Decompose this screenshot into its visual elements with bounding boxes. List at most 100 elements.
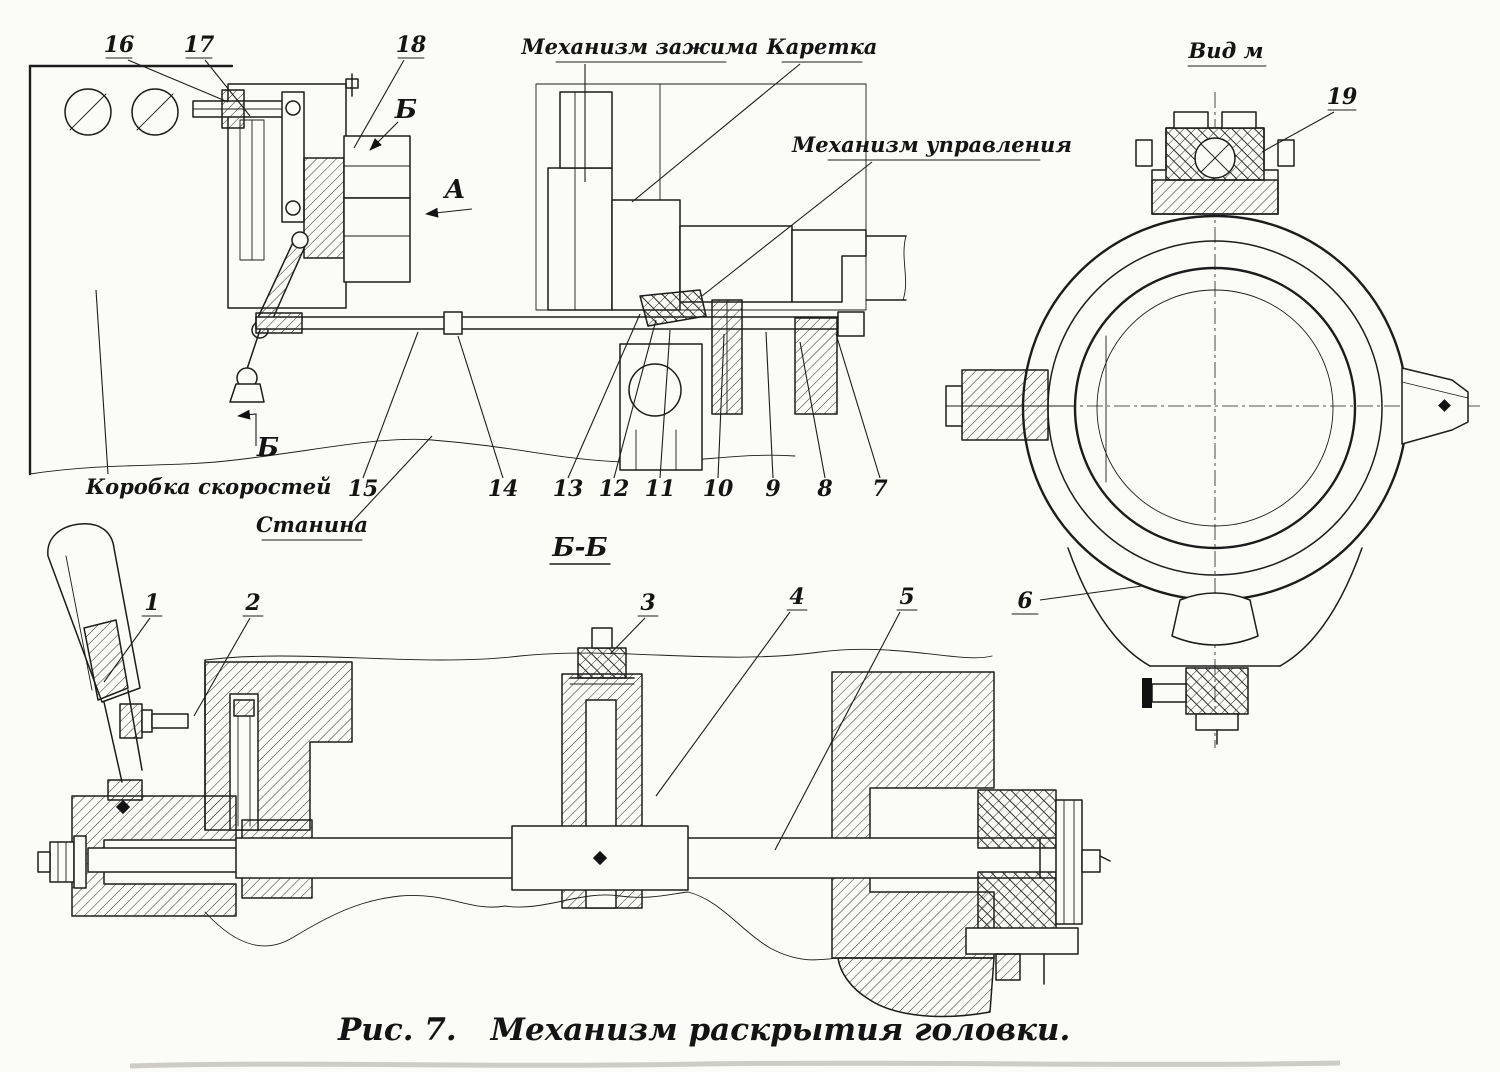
section-bb: Б-Б: [37, 523, 1111, 1018]
callout-2: 2: [244, 590, 260, 616]
base-left-edge: [1067, 547, 1151, 667]
right-lug: [1401, 367, 1469, 445]
leader-carriage: [631, 63, 801, 203]
leader-16: [127, 59, 229, 103]
rod-collar: [443, 311, 463, 335]
leader-5: [774, 611, 901, 851]
view-arrow-a-label: А: [442, 175, 465, 205]
bottom-fitting: [1185, 667, 1249, 715]
section-arrow-b-upper-label: Б: [394, 95, 417, 125]
bed-torn-right: [687, 891, 839, 961]
flange-stud: [995, 953, 1021, 981]
base-right-edge: [1279, 547, 1363, 667]
caption-title: Механизм раскрытия головки.: [490, 1012, 1071, 1048]
handle-pivot: [107, 779, 143, 801]
gearbox-hole: [64, 88, 112, 136]
callout-7: 7: [872, 476, 888, 502]
main-view-callouts-bottom: 15 14 13 12 11 10 9 8 7: [348, 313, 888, 502]
leader-6: [1039, 585, 1143, 601]
leader-9: [765, 331, 774, 479]
callout-16: 16: [104, 32, 135, 58]
bearing-flange: [965, 927, 1079, 955]
bearing-top: [977, 789, 1057, 849]
callout-3: 3: [640, 590, 655, 616]
shaft-left-rod: [87, 847, 239, 873]
callout-15: 15: [348, 476, 379, 502]
figure-caption: Рис. 7. Механизм раскрытия головки.: [337, 1012, 1070, 1048]
section-markers: А Б Б: [237, 95, 473, 463]
view-m: Вид м 19 6: [945, 38, 1480, 748]
figure-caption-group: Рис. 7. Механизм раскрытия головки.: [337, 1012, 1070, 1048]
section-arrow-b-lower-label: Б: [256, 433, 279, 463]
callout-14: 14: [488, 476, 519, 502]
bearing-bottom: [977, 871, 1057, 931]
section-arrow-b-upper: [369, 121, 399, 151]
left-bracket: [71, 795, 237, 917]
caption-prefix: Рис. 7.: [337, 1012, 457, 1048]
crank-foot: [229, 383, 265, 403]
frame-right-column: [831, 671, 995, 959]
leader-19: [1261, 111, 1335, 153]
callout-19: 19: [1327, 84, 1358, 110]
view-m-title: Вид м: [1188, 38, 1264, 63]
label-clamp-mechanism: Механизм зажима: [520, 34, 758, 59]
clamp-plate: [547, 167, 613, 311]
left-lug: [961, 369, 1049, 441]
bed-torn-mid: [504, 891, 689, 908]
leader-7: [835, 333, 881, 479]
leader-bed: [351, 435, 433, 523]
chuck-hatched-block: [303, 157, 345, 259]
leader-13: [567, 313, 641, 479]
leader-gearbox: [95, 289, 109, 475]
link-plate: [281, 91, 305, 223]
ring-bore: [1073, 266, 1357, 550]
callout-11: 11: [645, 476, 676, 502]
main-view-callouts-top: 16 17 18: [104, 32, 427, 149]
left-end-bolt: [49, 841, 75, 883]
ring-outer: [1021, 214, 1409, 602]
cap-bolt: [1081, 849, 1101, 873]
callout-1: 1: [144, 590, 159, 616]
view-arrow-a: [425, 207, 473, 218]
callout-10: 10: [703, 476, 734, 502]
scan-artifact: [129, 1060, 1341, 1069]
bracket-bolt-head: [119, 703, 143, 739]
support-block: [619, 343, 703, 471]
section-arrow-b-lower: [237, 409, 257, 446]
callout-9: 9: [765, 476, 780, 502]
leader-11: [659, 329, 671, 479]
callout-18: 18: [396, 32, 427, 58]
label-control-mechanism: Механизм управления: [791, 132, 1072, 157]
gearbox-hole: [131, 88, 179, 136]
label-carriage: Каретка: [766, 34, 878, 59]
base-hole: [1171, 592, 1259, 646]
center-bolt-head: [577, 647, 627, 679]
callout-6: 6: [1017, 588, 1032, 614]
leader-1: [103, 617, 151, 683]
callout-5: 5: [899, 584, 914, 610]
callout-8: 8: [816, 476, 832, 502]
bearing-cap: [1055, 799, 1083, 925]
rod-end-nut: [837, 311, 865, 337]
control-rod: [255, 316, 863, 330]
bed-torn-left: [204, 895, 506, 947]
top-screw: [345, 78, 359, 89]
main-view-labels: Механизм зажима Каретка Механизм управле…: [85, 34, 1072, 541]
callout-12: 12: [599, 476, 630, 502]
leader-12: [613, 319, 657, 479]
leader-2: [193, 617, 251, 717]
carriage-right-step: [791, 229, 867, 303]
bed-mass-right: [837, 957, 995, 1018]
main-side-view: [28, 64, 907, 476]
callout-13: 13: [553, 476, 584, 502]
leader-15: [362, 331, 419, 479]
label-bed: Станина: [256, 512, 368, 537]
leader-10: [717, 333, 725, 479]
torn-top-edge: [204, 648, 993, 661]
leader-17: [204, 59, 251, 117]
leader-14: [457, 335, 504, 479]
leader-control: [701, 161, 873, 297]
leader-8: [799, 341, 826, 479]
